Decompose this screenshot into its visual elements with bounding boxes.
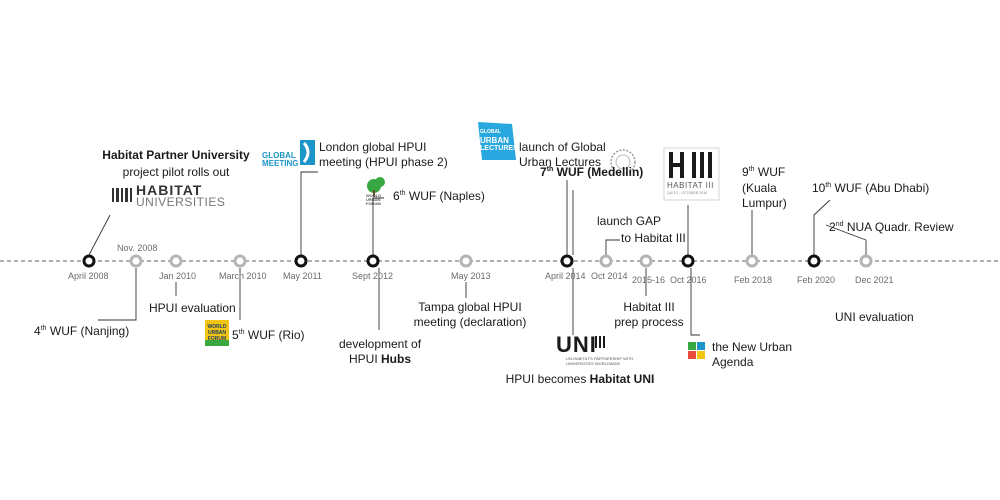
label-launch-gul-l1: launch of Global [519, 140, 606, 154]
label-9th-wuf-l2: (Kuala [742, 181, 777, 195]
marker-feb-2018 [745, 254, 759, 268]
global-meeting-logo-text-l2: MEETING [262, 159, 299, 168]
date-2015-16: 2015-16 [632, 275, 666, 285]
leader-line-2016-bottom [690, 268, 700, 336]
marker-oct-2016 [681, 254, 695, 268]
label-hpui-evaluation: HPUI evaluation [149, 301, 236, 315]
medellin-wuf-logo-icon [610, 149, 636, 175]
marker-dec-2021 [859, 254, 873, 268]
marker-jan-2010 [169, 254, 183, 268]
uni-logo-sub-l2: UNIVERSITIES WORLDWIDE [566, 361, 621, 366]
date-april-2008: April 2008 [68, 271, 109, 281]
label-habitat-partner-university: Habitat Partner University [86, 148, 266, 163]
label-hpui-becomes-habitat-uni: HPUI becomes Habitat UNI [505, 372, 655, 386]
rio-wuf-logo-icon [205, 320, 229, 346]
date-may-2013: May 2013 [451, 271, 491, 281]
label-launch-gul-l2: Urban Lectures [519, 155, 602, 169]
label-7th-wuf: 7th WUF (Medellin) [540, 165, 644, 179]
global-meeting-logo-text-l1: GLOBAL [262, 151, 296, 160]
label-9th-wuf: 9th WUF [742, 165, 786, 179]
marker-march-2010 [233, 254, 247, 268]
label-6th-wuf: 6th WUF (Naples) [393, 189, 485, 203]
leader-line-2020 [813, 199, 831, 255]
uni-logo-mark [595, 336, 605, 348]
label-uni-evaluation: UNI evaluation [835, 310, 914, 324]
marker-april-2008 [82, 254, 96, 268]
leader-line-oct2014 [605, 239, 620, 255]
habitat-universities-logo-mark [112, 188, 132, 202]
habitat-iii-logo-sub: QUITO - OCTOBER 2016 [667, 191, 708, 195]
marker-feb-2020 [807, 254, 821, 268]
label-habitat-iii-prep-l1: Habitat III [623, 300, 675, 314]
uni-logo-sub-l1: UN-HABITAT'S PARTNERSHIP WITH [566, 356, 634, 361]
naples-tree-logo-icon [367, 177, 385, 197]
label-development-of: development of [338, 337, 422, 351]
marker-sept-2012 [366, 254, 380, 268]
label-habitat-iii-prep-l2: prep process [614, 315, 684, 329]
label-nua-quadr-review: 2nd NUA Quadr. Review [829, 220, 954, 234]
label-new-urban-agenda-l2: Agenda [712, 355, 754, 369]
habitat-logo-text-l2: UNIVERSITIES [136, 195, 226, 209]
label-london-meeting-l1: London global HPUI [319, 140, 427, 154]
label-9th-wuf-l3: Lumpur) [742, 196, 787, 210]
gul-logo-text-l2: URBAN [480, 136, 509, 145]
marker-may-2011 [294, 254, 308, 268]
date-dec-2021: Dec 2021 [855, 275, 894, 285]
marker-may-2013 [459, 254, 473, 268]
label-habitat-partner-university-l1: Habitat Partner University [102, 148, 250, 162]
uni-logo-text: UNI [556, 332, 597, 357]
habitat-iii-logo-text: HABITAT III [667, 181, 714, 190]
date-may-2011: May 2011 [283, 271, 322, 281]
date-sept-2012: Sept 2012 [352, 271, 394, 281]
marker-oct-2014 [599, 254, 613, 268]
date-oct-2014: Oct 2014 [591, 271, 628, 281]
marker-april-2014 [560, 254, 574, 268]
label-5th-wuf: 5th WUF (Rio) [232, 328, 305, 342]
naples-logo-text: WORLD URBAN FORUM [366, 193, 382, 206]
label-new-urban-agenda-l1: the New Urban [712, 340, 793, 354]
marker-2015-16 [639, 254, 653, 268]
timeline-markers [82, 254, 873, 268]
date-jan-2010: Jan 2010 [159, 271, 197, 281]
label-launch-gap-l1: launch GAP [597, 214, 662, 228]
label-hpui-hubs: HPUI Hubs [348, 352, 411, 366]
label-10th-wuf: 10th WUF (Abu Dhabi) [812, 181, 930, 195]
label-tampa-meeting-l1: Tampa global HPUI [418, 300, 522, 314]
leader-line-2008-top [88, 214, 111, 256]
leader-line-2021 [825, 224, 867, 255]
label-london-meeting-l2: meeting (HPUI phase 2) [319, 155, 448, 169]
label-pilot-rolls-out: project pilot rolls out [122, 165, 230, 179]
marker-nov-2008 [129, 254, 143, 268]
leader-line-2011 [300, 171, 318, 255]
global-urban-lectures-logo-icon [478, 122, 516, 160]
habitat-iii-logo-icon [663, 147, 720, 201]
date-feb-2020: Feb 2020 [797, 275, 836, 285]
rio-logo-text: WORLD URBAN FORUM [207, 324, 227, 342]
date-oct-2016: Oct 2016 [670, 275, 707, 285]
label-4th-wuf: 4th WUF (Nanjing) [34, 324, 130, 338]
label-tampa-meeting-l2: meeting (declaration) [413, 315, 527, 329]
gul-logo-text-l3: LECTURES [480, 145, 518, 152]
new-urban-agenda-logo-icon [688, 342, 705, 359]
gul-logo-text-l1: GLOBAL [480, 129, 502, 135]
label-launch-gap-l2: to Habitat III [621, 231, 686, 245]
leader-line-2008-bottom [98, 268, 137, 321]
habitat-logo-text-l1: HABITAT [136, 182, 203, 198]
date-feb-2018: Feb 2018 [734, 275, 773, 285]
leader-line-2012-top [372, 197, 384, 255]
date-nov-2008: Nov. 2008 [117, 243, 158, 253]
global-meeting-logo-icon [300, 140, 315, 165]
date-march-2010: March 2010 [219, 271, 267, 281]
date-april-2014: April 2014 [545, 271, 586, 281]
